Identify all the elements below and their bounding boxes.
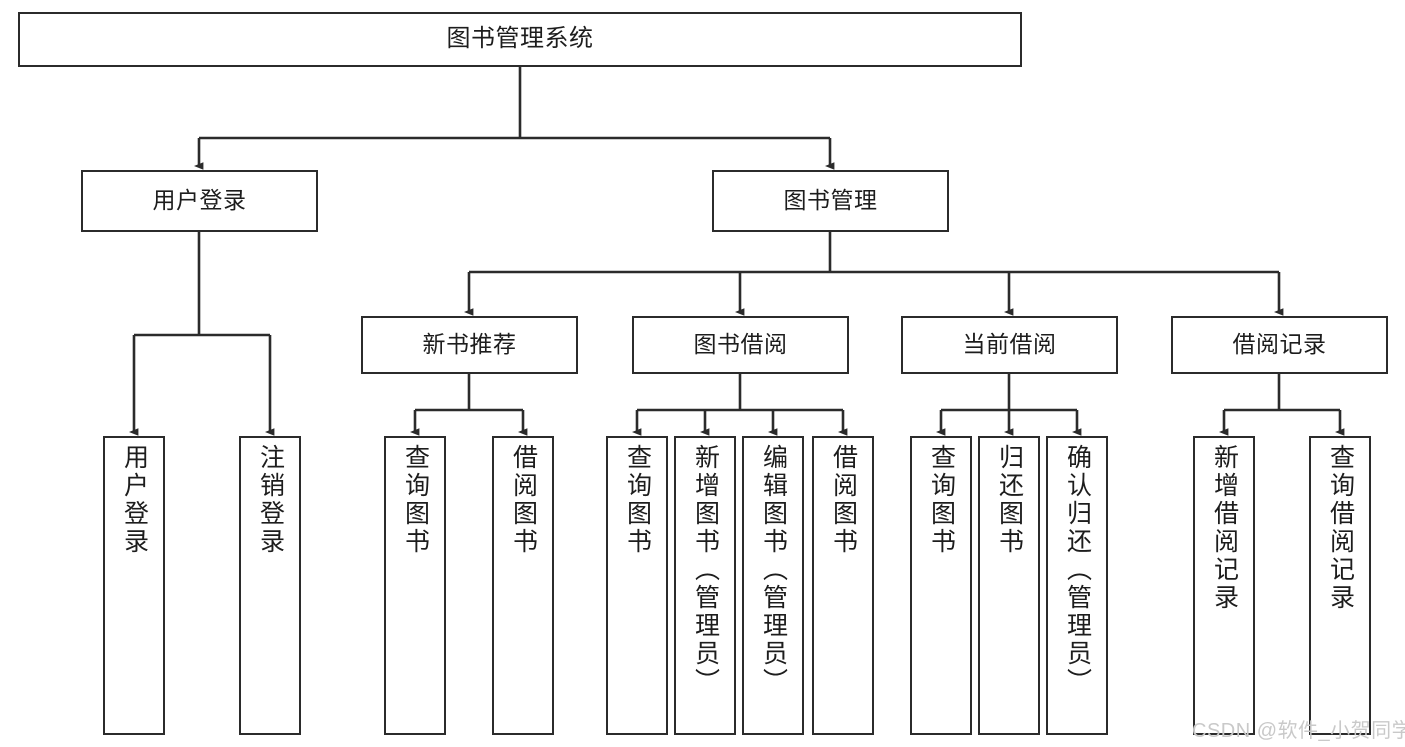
leaf-borrow-book[interactable]: 借阅图书 <box>812 436 874 735</box>
watermark: CSDN @软件_小贺同学 <box>1192 720 1405 742</box>
node-label: 查询图书 <box>623 444 652 556</box>
node-label: 归还图书 <box>995 444 1024 556</box>
node-label: 借阅图书 <box>509 444 538 556</box>
node-label: 图书管理系统 <box>446 25 594 53</box>
leaf-add-book-admin[interactable]: 新增图书（管理员） <box>674 436 736 735</box>
node-label: 确认归还（管理员） <box>1063 444 1092 696</box>
leaf-confirm-return-admin[interactable]: 确认归还（管理员） <box>1046 436 1108 735</box>
leaf-query-borrow-record[interactable]: 查询借阅记录 <box>1309 436 1371 735</box>
leaf-return-book[interactable]: 归还图书 <box>978 436 1040 735</box>
node-label: 新增图书（管理员） <box>691 444 720 696</box>
node-book-borrow[interactable]: 图书借阅 <box>632 316 849 374</box>
node-label: 查询图书 <box>401 444 430 556</box>
leaf-query-book-recommend[interactable]: 查询图书 <box>384 436 446 735</box>
node-label: 当前借阅 <box>962 331 1057 358</box>
node-label: 查询图书 <box>927 444 956 556</box>
node-label: 图书借阅 <box>693 331 788 358</box>
node-book-management-system[interactable]: 图书管理系统 <box>18 12 1022 67</box>
node-label: 查询借阅记录 <box>1326 444 1355 612</box>
node-label: 借阅图书 <box>829 444 858 556</box>
node-label: 图书管理 <box>783 187 878 214</box>
node-label: 新增借阅记录 <box>1210 444 1239 612</box>
leaf-query-book-borrow[interactable]: 查询图书 <box>606 436 668 735</box>
leaf-logout[interactable]: 注销登录 <box>239 436 301 735</box>
node-label: 编辑图书（管理员） <box>759 444 788 696</box>
node-label: 用户登录 <box>120 444 149 556</box>
leaf-edit-book-admin[interactable]: 编辑图书（管理员） <box>742 436 804 735</box>
node-borrow-record[interactable]: 借阅记录 <box>1171 316 1388 374</box>
leaf-user-login[interactable]: 用户登录 <box>103 436 165 735</box>
leaf-query-book-current[interactable]: 查询图书 <box>910 436 972 735</box>
leaf-add-borrow-record[interactable]: 新增借阅记录 <box>1193 436 1255 735</box>
node-label: 新书推荐 <box>422 331 517 358</box>
node-new-book-recommend[interactable]: 新书推荐 <box>361 316 578 374</box>
node-current-borrow[interactable]: 当前借阅 <box>901 316 1118 374</box>
node-book-management[interactable]: 图书管理 <box>712 170 949 232</box>
node-label: 注销登录 <box>256 444 285 556</box>
node-label: 借阅记录 <box>1232 331 1327 358</box>
node-label: 用户登录 <box>152 187 247 214</box>
leaf-borrow-book-recommend[interactable]: 借阅图书 <box>492 436 554 735</box>
node-user-login[interactable]: 用户登录 <box>81 170 318 232</box>
